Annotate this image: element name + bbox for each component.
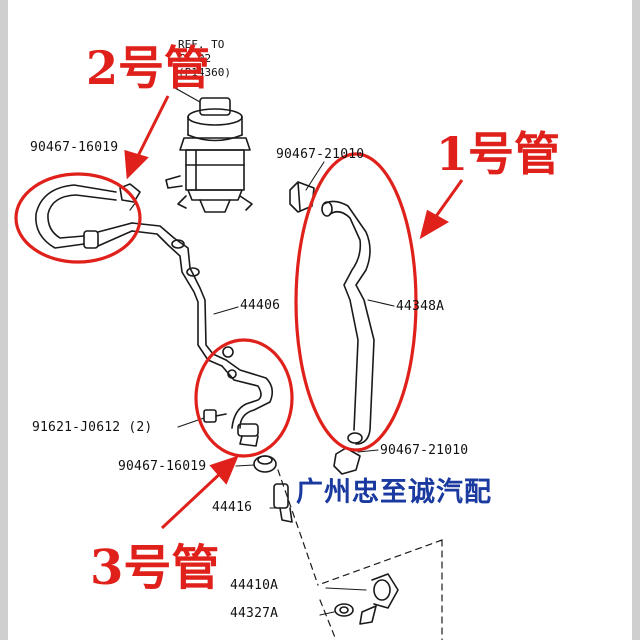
left-edge-strip	[0, 0, 8, 640]
reservoir-ref-label: REF. TO F--02 (P14360)	[178, 38, 231, 80]
dashed-boundary	[277, 469, 443, 640]
hose-1-arrow-shaft	[430, 179, 464, 223]
hose-3-circle	[194, 338, 294, 458]
gasket	[319, 603, 354, 617]
red-arrows	[124, 95, 464, 530]
hose-2	[35, 183, 141, 249]
hose-2-arrow-head	[124, 149, 149, 180]
fitting-a	[325, 573, 399, 625]
hose-2-arrow-shaft	[134, 95, 170, 161]
hose-3-arrow-head	[209, 455, 239, 485]
reservoir-tank	[165, 97, 253, 213]
shop-watermark: 广州忠至诚汽配	[296, 477, 492, 508]
hose-3-arrow-shaft	[160, 468, 226, 530]
part-number-clamp-top-left: 90467-16019	[30, 140, 119, 155]
pressure-pipe	[131, 222, 239, 367]
reservoir-ref-line-2: F--02	[178, 52, 212, 65]
right-edge-strip	[632, 0, 640, 640]
union-fitting	[269, 483, 293, 523]
reservoir-ref-line-3: (P14360)	[178, 66, 231, 79]
hose-2-callout: 2号管	[86, 41, 211, 95]
hose-1-callout: 1号管	[436, 127, 561, 181]
part-number-clamp-bottom-left: 90467-16019	[118, 459, 207, 474]
reservoir-ref-line-1: REF. TO	[178, 38, 225, 51]
hose-1-arrow-head	[419, 209, 450, 240]
hose-2-circle	[14, 172, 142, 264]
hose-3	[221, 346, 274, 447]
clamp-bottom-left	[235, 455, 277, 473]
part-number-clamp-bottom-right: 90467-21010	[380, 443, 469, 458]
red-annotations	[14, 152, 418, 458]
part-number-bolt: 91621-J0612 (2)	[32, 420, 153, 435]
part-number-hose-return: 44348A	[396, 299, 445, 314]
ref-leader-line	[174, 87, 201, 103]
hose-1	[321, 200, 395, 445]
bolt	[203, 409, 227, 423]
part-number-pressure-pipe: 44406	[240, 298, 281, 313]
part-number-fitting-a: 44410A	[230, 578, 279, 593]
hose-3-callout: 3号管	[90, 540, 220, 596]
part-number-union: 44416	[212, 500, 253, 515]
part-number-gasket: 44327A	[230, 606, 279, 621]
hose-1-circle	[294, 152, 418, 452]
part-number-clamp-top-right: 90467-21010	[276, 147, 365, 162]
